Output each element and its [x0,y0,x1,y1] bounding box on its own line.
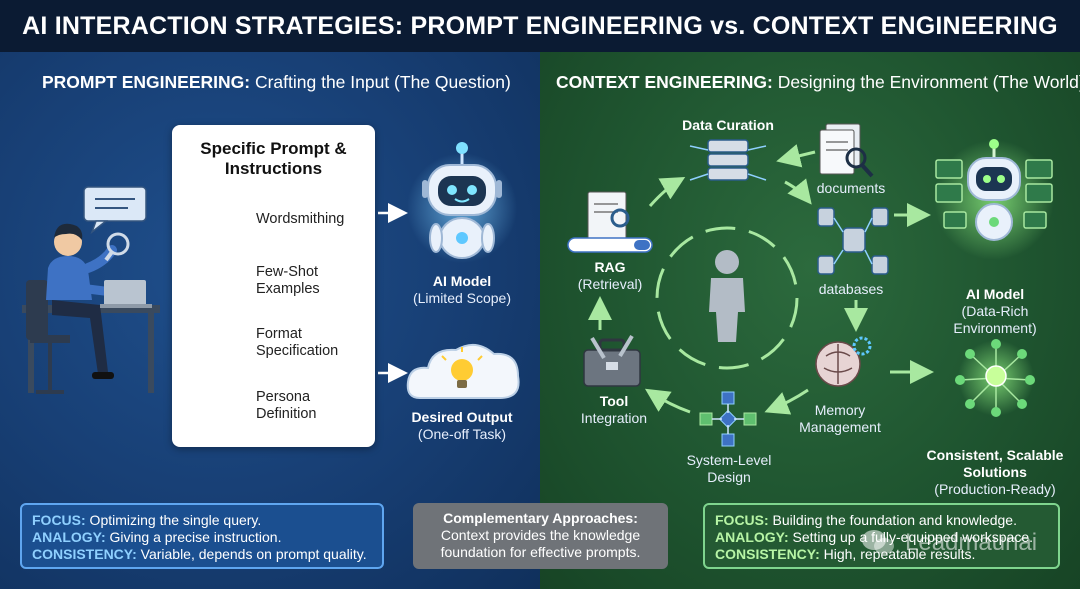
context-engineering-summary: FOCUS: Building the foundation and knowl… [703,503,1060,569]
rag-label: RAG(Retrieval) [577,259,643,292]
watermark-text: Leadmaunai [905,529,1038,556]
data-curation-label: Data Curation [682,117,774,133]
prompt-engineering-summary: FOCUS: Optimizing the single query. ANAL… [20,503,384,569]
prompt-card-title: Specific Prompt & Instructions [200,139,347,178]
person-at-desk-icon [22,223,160,394]
left-ai-model-label: AI Model(Limited Scope) [412,273,512,306]
speech-bubble-icon [83,186,147,235]
rag-search-icon [567,191,653,253]
desired-output-label: Desired Output(One-off Task) [411,409,513,442]
documents-magnifier-icon [819,123,874,178]
card-item-format: Format Specification [256,326,339,359]
databases-network-icon [817,207,889,275]
page-title: AI INTERACTION STRATEGIES: PROMPT ENGINE… [0,0,1080,52]
scalable-solutions-label: Consistent, Scalable Solutions(Productio… [926,447,1064,497]
person-silhouette-icon [709,250,745,342]
cloud-lightbulb-icon [406,343,520,399]
robot-icon [407,142,517,263]
toolbox-icon [583,334,641,387]
context-engineering-heading: CONTEXT ENGINEERING: Designing the Envir… [556,72,1080,92]
network-lightbulb-icon [955,339,1035,417]
robot-with-screens-icon [934,139,1054,260]
prompt-card: Specific Prompt & Instructions Wordsmith… [172,125,375,447]
right-ai-model-label: AI Model(Data-Rich Environment) [953,286,1037,336]
brain-gear-icon [815,336,872,387]
card-item-persona: Persona Definition [256,389,317,422]
documents-label: documents [816,180,886,196]
prompt-engineering-heading: PROMPT ENGINEERING: Crafting the Input (… [42,72,511,92]
card-item-wordsmithing: Wordsmithing [256,211,345,227]
databases-label: databases [818,281,884,297]
system-nodes-icon [699,391,757,447]
complementary-approaches-box: Complementary Approaches: Context provid… [413,503,668,569]
database-server-icon [689,139,767,181]
card-item-few-shot: Few-Shot Examples [256,264,320,297]
wechat-logo-icon [862,530,894,554]
